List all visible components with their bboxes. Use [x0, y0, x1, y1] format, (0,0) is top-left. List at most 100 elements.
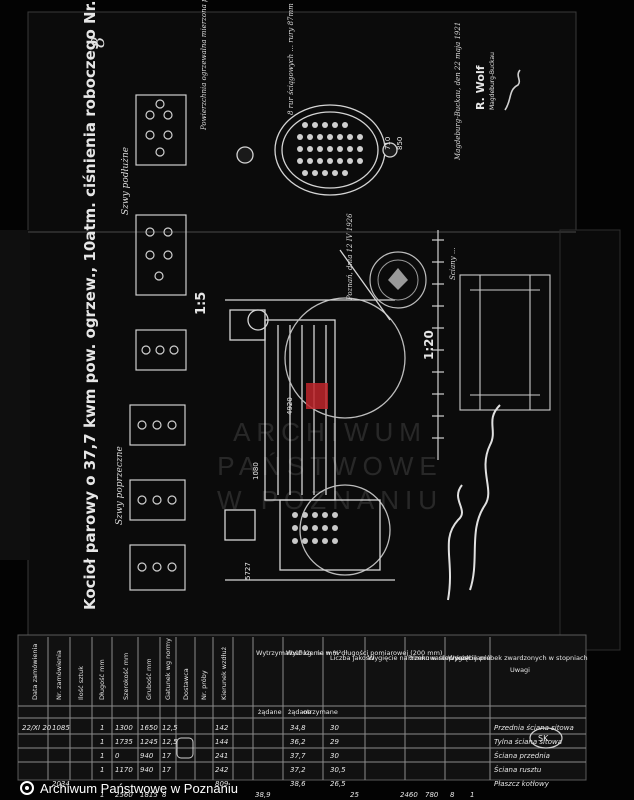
- archive-credit-text: Archiwum Państwowe w Poznaniu: [40, 780, 238, 796]
- table-cell: 940: [140, 766, 154, 774]
- dim-2: 850: [396, 137, 404, 150]
- table-cell: 1170: [115, 766, 133, 774]
- col-header: Liczba jakości: [330, 654, 375, 662]
- stay-detail: [459, 274, 551, 411]
- poznan-note: Poznań, dnia 12 IV 1926: [346, 213, 354, 301]
- table-cell: 26,5: [330, 780, 346, 788]
- table-cell: 1: [100, 791, 104, 799]
- table-cell: 25: [350, 791, 359, 799]
- scale-bar: [432, 230, 444, 460]
- col-header: Nr. zamówienia: [55, 650, 63, 700]
- col-header: Wytrzymałość kg. na mm²: [256, 649, 342, 657]
- page-number: 8: [88, 37, 109, 48]
- table-cell: 1300: [115, 724, 133, 732]
- official-seal: [369, 251, 427, 309]
- table-cell: 1: [100, 752, 104, 760]
- archive-credit: Archiwum Państwowe w Poznaniu: [20, 778, 238, 798]
- table-cell: 1815: [140, 791, 158, 799]
- table-cell: Płaszcz kotłowy: [494, 780, 550, 788]
- table-cell: 142: [215, 724, 229, 732]
- archive-logo-icon: [20, 781, 34, 795]
- col-header: Ilość sztuk: [77, 666, 85, 700]
- col-header: Szerokość mm: [122, 653, 130, 700]
- table-cell: 37,7: [290, 752, 306, 760]
- table-cell: 34,8: [290, 724, 306, 732]
- dim-3: 4920: [286, 397, 294, 415]
- table-cell: 809: [215, 780, 229, 788]
- table-rows: 22/XI 20 1085 1 1300 1650 12,5 142 34,8 …: [22, 724, 574, 799]
- archive-watermark: ARCHIWUM PAŃSTWOWE W POZNANIU: [190, 415, 470, 517]
- table-cell: 1245: [140, 738, 158, 746]
- boiler-longitudinal-section: [224, 249, 406, 581]
- table-cell: 1: [470, 791, 474, 799]
- table-cell: Ściana przednia: [494, 751, 550, 760]
- table-cell: 1: [100, 724, 104, 732]
- table-cell: 0: [115, 752, 120, 760]
- table-cell: 30,5: [330, 766, 346, 774]
- col-header: Data zamówienia: [31, 644, 39, 700]
- gatunek-stamp: [176, 737, 194, 759]
- table-headers: Data zamówienia Nr. zamówienia Ilość szt…: [31, 638, 588, 716]
- table-cell: 22/XI 20: [22, 724, 52, 732]
- sub-header: żądane: [288, 708, 312, 716]
- table-cell: 242: [215, 766, 229, 774]
- rivet-seam-details: [129, 94, 187, 591]
- table-cell: 2034: [52, 780, 70, 788]
- col-header: Gatunek wg normy: [164, 638, 172, 700]
- tube-note: 8 rur ściągowych ... rury 87mm: [287, 3, 295, 115]
- scale-side-label: 1:20: [422, 330, 436, 360]
- col-header: Wygięcie próbek zwardzonych w stopniach: [448, 654, 588, 662]
- col-header: Uwagi: [510, 666, 530, 674]
- col-header: Nr. próby: [200, 670, 208, 700]
- col-header: Przekuwanie i przebijanie: [408, 654, 491, 662]
- table-cell: 8: [450, 791, 455, 799]
- scale-top-label: 1:5: [194, 292, 209, 315]
- table-cell: 1650: [140, 724, 158, 732]
- table-cell: 30: [330, 724, 339, 732]
- table-cell: 17: [162, 752, 171, 760]
- table-cell: 2460: [400, 791, 418, 799]
- table-cell: 1: [100, 766, 104, 774]
- wall-note: Sciany ...: [449, 248, 457, 281]
- col-header: Długość mm: [98, 659, 106, 700]
- table-cell: 12,5: [162, 724, 178, 732]
- tube-plate-section: [236, 104, 398, 196]
- col-header: Wygięcie na zimno w stopniach: [368, 654, 470, 662]
- table-cell: 37,2: [290, 766, 306, 774]
- signature-1: [447, 484, 463, 601]
- section-szwy-podluzne: Szwy podłużne: [121, 147, 131, 215]
- dim-5: 5727: [244, 562, 252, 580]
- sub-header: otrzymane: [303, 708, 338, 716]
- sub-header: żądane: [258, 708, 282, 716]
- table-cell: 940: [140, 752, 154, 760]
- dim-4: 1080: [252, 462, 260, 480]
- sk-stamp-text: SK: [538, 734, 549, 743]
- table-cell: 30: [330, 752, 339, 760]
- table-cell: 144: [215, 738, 228, 746]
- table-cell: 1735: [115, 738, 133, 746]
- table-cell: 38,9: [255, 791, 271, 799]
- manufacturer-city: Magdeburg-Buckau: [489, 52, 496, 110]
- table-cell: 8: [162, 791, 167, 799]
- table-cell: 241: [215, 752, 228, 760]
- test-table-grid: [18, 637, 586, 780]
- dim-1: 710: [384, 137, 392, 150]
- table-cell: Tylna ściana sitowa: [494, 738, 562, 746]
- section-szwy-poprzeczne: Szwy poprzeczne: [115, 446, 125, 525]
- col-header: Dostawca: [182, 668, 190, 700]
- table-cell: 1085: [52, 724, 70, 732]
- table-cell: Ściana rusztu: [494, 765, 542, 774]
- manufacturer-name: R. Wolf: [474, 65, 487, 110]
- col-header: Kierunek wzdłuż: [220, 646, 228, 700]
- table-cell: 12,5: [162, 738, 178, 746]
- tube-holes: [297, 122, 363, 176]
- col-header: Grubość mm: [145, 658, 153, 700]
- watermark-line-2: W POZNANIU: [216, 485, 444, 515]
- table-cell: 1: [100, 738, 104, 746]
- table-cell: Przednia ściana sitowa: [494, 724, 574, 732]
- watermark-line-1: ARCHIWUM PAŃSTWOWE: [217, 417, 443, 481]
- firebox-rivets: [292, 512, 338, 544]
- signature-2: [469, 404, 501, 591]
- table-cell: 29: [330, 738, 339, 746]
